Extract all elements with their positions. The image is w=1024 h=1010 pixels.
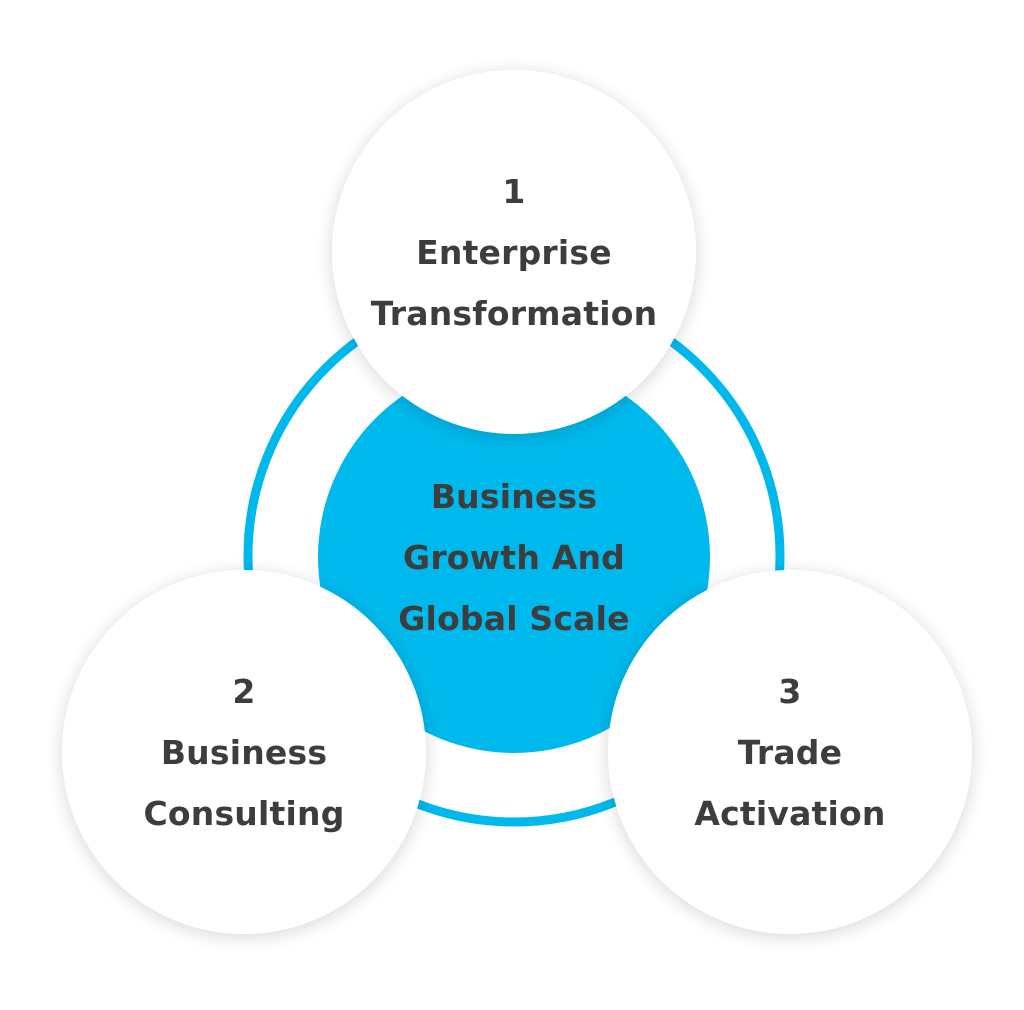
node-title-line: Transformation — [370, 293, 658, 333]
node-circle-1 — [332, 70, 696, 434]
node-title-line: Trade — [737, 732, 843, 772]
center-circle — [318, 361, 710, 753]
center-label-line: Business — [430, 476, 598, 516]
node-number: 1 — [502, 171, 526, 211]
node-number: 2 — [232, 671, 256, 711]
node-circle-2 — [62, 570, 426, 934]
node-title-line: Business — [160, 732, 328, 772]
node-circle-3 — [608, 570, 972, 934]
center-label: Business Growth And Global Scale — [318, 362, 710, 752]
node-number: 3 — [778, 671, 802, 711]
node-title-line: Activation — [694, 793, 886, 833]
center-label-line: Global Scale — [398, 598, 630, 638]
node-label-enterprise-transformation: 1 Enterprise Transformation — [332, 70, 696, 434]
node-label-business-consulting: 2 Business Consulting — [62, 570, 426, 934]
node-title-line: Enterprise — [416, 232, 612, 272]
node-title-line: Consulting — [143, 793, 345, 833]
node-label-trade-activation: 3 Trade Activation — [608, 570, 972, 934]
center-label-line: Growth And — [403, 537, 625, 577]
